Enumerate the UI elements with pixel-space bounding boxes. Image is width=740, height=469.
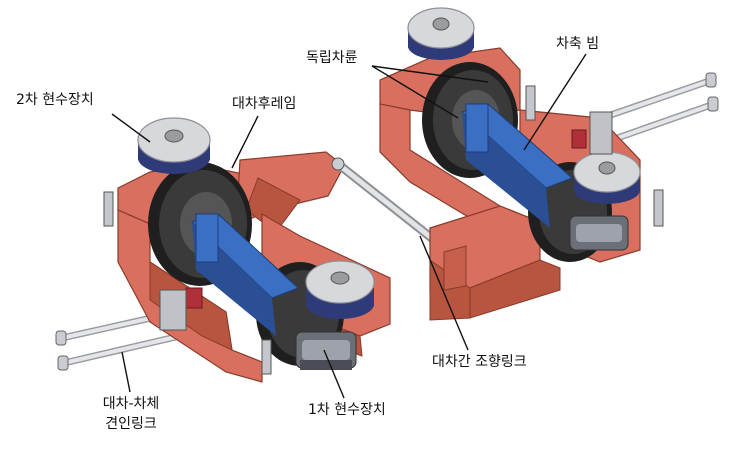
left-primary-suspension	[295, 331, 357, 370]
left-secondary-suspension	[137, 117, 211, 174]
left-traction-bracket	[159, 289, 187, 331]
left-damper	[103, 191, 114, 227]
label-inter-bogie-steering-link: 대차간 조향링크	[432, 354, 527, 370]
right-damper-front	[653, 189, 664, 227]
leader-lines	[111, 53, 587, 399]
left-damper-front	[261, 339, 272, 375]
leader-axle-beam	[523, 53, 587, 151]
right-rear-air-spring	[407, 7, 475, 60]
right-axle-beam	[461, 103, 573, 228]
leader-primary-suspension	[323, 349, 345, 399]
label-bogie-body-traction-link-line1: 대차-차체	[102, 396, 160, 412]
label-independent-wheel: 독립차륜	[306, 50, 358, 66]
leader-secondary-suspension	[111, 113, 151, 143]
label-secondary-suspension: 2차 현수장치	[16, 92, 94, 108]
right-front-air-spring	[573, 151, 641, 204]
right-traction-link	[598, 72, 719, 146]
label-primary-suspension: 1차 현수장치	[308, 402, 386, 418]
leader-independent-wheel-2	[371, 65, 489, 83]
right-bogie	[379, 7, 719, 321]
label-bogie-body-traction-link-line2: 견인링크	[105, 416, 157, 432]
right-traction-bracket	[589, 111, 613, 155]
left-front-air-spring	[305, 260, 375, 319]
leader-traction-link	[121, 351, 131, 393]
leader-bogie-frame	[231, 115, 259, 169]
left-sensor-box	[185, 287, 203, 309]
left-axle-beam	[191, 213, 299, 336]
leader-steering-link	[419, 235, 469, 351]
right-sensor-box	[571, 129, 587, 149]
label-bogie-frame: 대차후레임	[232, 96, 297, 112]
right-primary-suspension	[569, 215, 629, 251]
right-damper	[525, 85, 536, 121]
left-bogie	[55, 117, 391, 383]
label-axle-beam: 차축 빔	[556, 36, 600, 52]
leader-independent-wheel-1	[371, 65, 459, 119]
